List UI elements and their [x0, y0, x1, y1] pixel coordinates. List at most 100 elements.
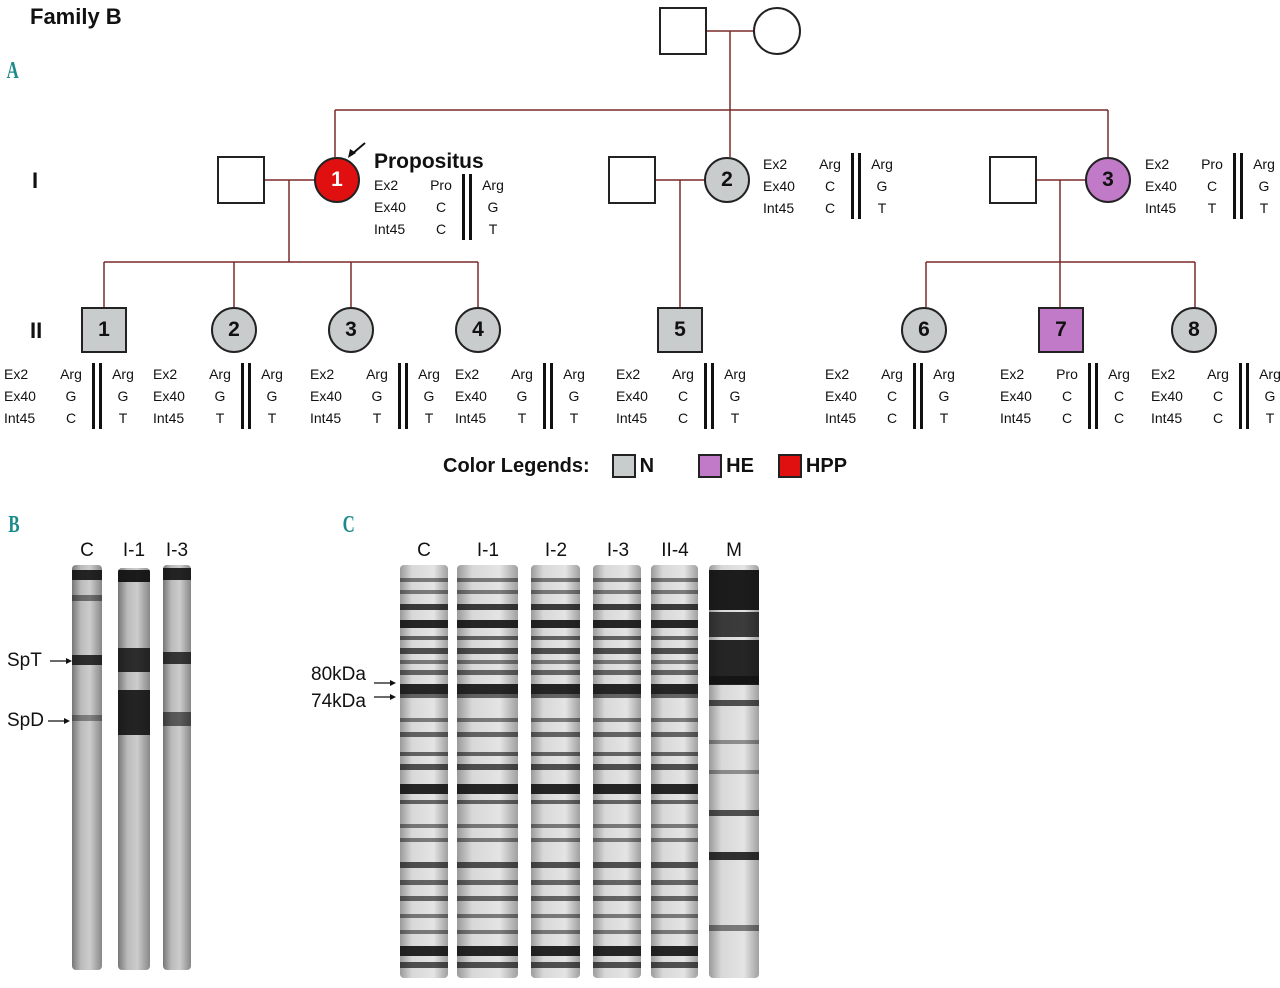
- gel-band: [651, 590, 698, 594]
- gel-lane-b-i3: [163, 565, 191, 970]
- individual-ii-4: 4: [455, 307, 501, 353]
- gel-lane-c-i1: [457, 565, 518, 978]
- allele-2: G: [423, 388, 435, 404]
- gel-band: [531, 800, 580, 804]
- allele-2: Arg: [1108, 366, 1130, 382]
- allele-1: Arg: [366, 366, 388, 382]
- marker-74kda: 74kDa: [311, 691, 366, 712]
- gel-band: [400, 946, 448, 956]
- allele-1: C: [1212, 410, 1224, 426]
- allele-1: C: [886, 388, 898, 404]
- gel-band: [531, 896, 580, 901]
- gel-band: [457, 946, 518, 956]
- haplotype-bar: [241, 407, 251, 429]
- allele-2: T: [730, 410, 740, 426]
- legend-swatch-hpp: [777, 454, 802, 478]
- gel-lane-c-i3: [593, 565, 641, 978]
- gel-band: [593, 590, 641, 594]
- gel-lane-c-c: [400, 565, 448, 978]
- gel-band: [118, 648, 150, 672]
- haplotype-bar: [1239, 407, 1249, 429]
- gel-band: [593, 962, 641, 968]
- allele-1: G: [371, 388, 383, 404]
- allele-2: G: [568, 388, 580, 404]
- gel-band: [651, 896, 698, 901]
- gel-band: [457, 800, 518, 804]
- allele-2: T: [939, 410, 949, 426]
- gel-band: [651, 838, 698, 842]
- gel-band: [531, 636, 580, 640]
- gel-band: [400, 896, 448, 901]
- allele-1: Pro: [1201, 156, 1223, 172]
- individual-i-3: 3: [1085, 157, 1131, 203]
- gel-band: [531, 590, 580, 594]
- marker-label: Ex2: [616, 366, 641, 382]
- haplotype-bar: [1239, 363, 1249, 385]
- haplotype-bar: [92, 385, 102, 407]
- gel-band: [651, 620, 698, 628]
- gel-band: [531, 660, 580, 664]
- allele-2: T: [877, 200, 887, 216]
- allele-1: Arg: [672, 366, 694, 382]
- allele-1: T: [1207, 200, 1217, 216]
- gel-band: [651, 604, 698, 610]
- allele-1: Arg: [60, 366, 82, 382]
- allele-1: Arg: [209, 366, 231, 382]
- allele-1: C: [1061, 410, 1073, 426]
- figure-title: Family B: [30, 4, 122, 29]
- haplotype-bar: [704, 363, 714, 385]
- gel-band: [457, 764, 518, 770]
- individual-ii-6: 6: [901, 307, 947, 353]
- gel-band: [531, 862, 580, 868]
- legend-swatch-he: [698, 454, 723, 478]
- gel-band: [400, 718, 448, 722]
- gel-band: [651, 962, 698, 968]
- allele-2: Arg: [418, 366, 440, 382]
- allele-1: C: [435, 221, 447, 237]
- marker-spd: SpD: [7, 710, 44, 731]
- gel-band: [163, 568, 191, 580]
- allele-1: G: [65, 388, 77, 404]
- gel-band: [709, 770, 759, 774]
- gel-band: [593, 718, 641, 722]
- gel-band: [457, 784, 518, 794]
- allele-1: Arg: [819, 156, 841, 172]
- gel-band: [457, 962, 518, 968]
- individual-ii-7: 7: [1038, 307, 1084, 353]
- gel-band: [400, 660, 448, 664]
- marker-label: Ex2: [4, 366, 29, 382]
- allele-2: T: [1265, 410, 1275, 426]
- allele-2: Arg: [871, 156, 893, 172]
- allele-2: Arg: [482, 177, 504, 193]
- gel-band: [531, 732, 580, 737]
- allele-1: C: [65, 410, 77, 426]
- generation-label-i: I: [32, 168, 39, 193]
- gel-band: [709, 570, 759, 610]
- gel-lane-b-i1: [118, 568, 150, 970]
- gel-band: [400, 620, 448, 628]
- haplotype-bar: [851, 153, 861, 175]
- allele-1: Arg: [511, 366, 533, 382]
- gel-band: [709, 612, 759, 637]
- marker-label: Int45: [825, 410, 857, 426]
- gel-band: [400, 962, 448, 968]
- gel-band: [457, 660, 518, 664]
- allele-1: C: [824, 200, 836, 216]
- gel-band: [457, 914, 518, 918]
- haplotype-bar: [1088, 363, 1098, 385]
- marker-arrows: [48, 658, 396, 724]
- lane-label-c-i1: I-1: [476, 540, 500, 561]
- gel-band: [531, 604, 580, 610]
- gel-band: [531, 578, 580, 582]
- marker-label: Int45: [374, 221, 406, 237]
- gel-lane-b-c: [72, 565, 102, 970]
- legend-swatch-n: [611, 454, 636, 478]
- gel-band: [400, 838, 448, 842]
- allele-2: T: [267, 410, 277, 426]
- haplotype-bar: [1239, 385, 1249, 407]
- marker-label: Int45: [310, 410, 342, 426]
